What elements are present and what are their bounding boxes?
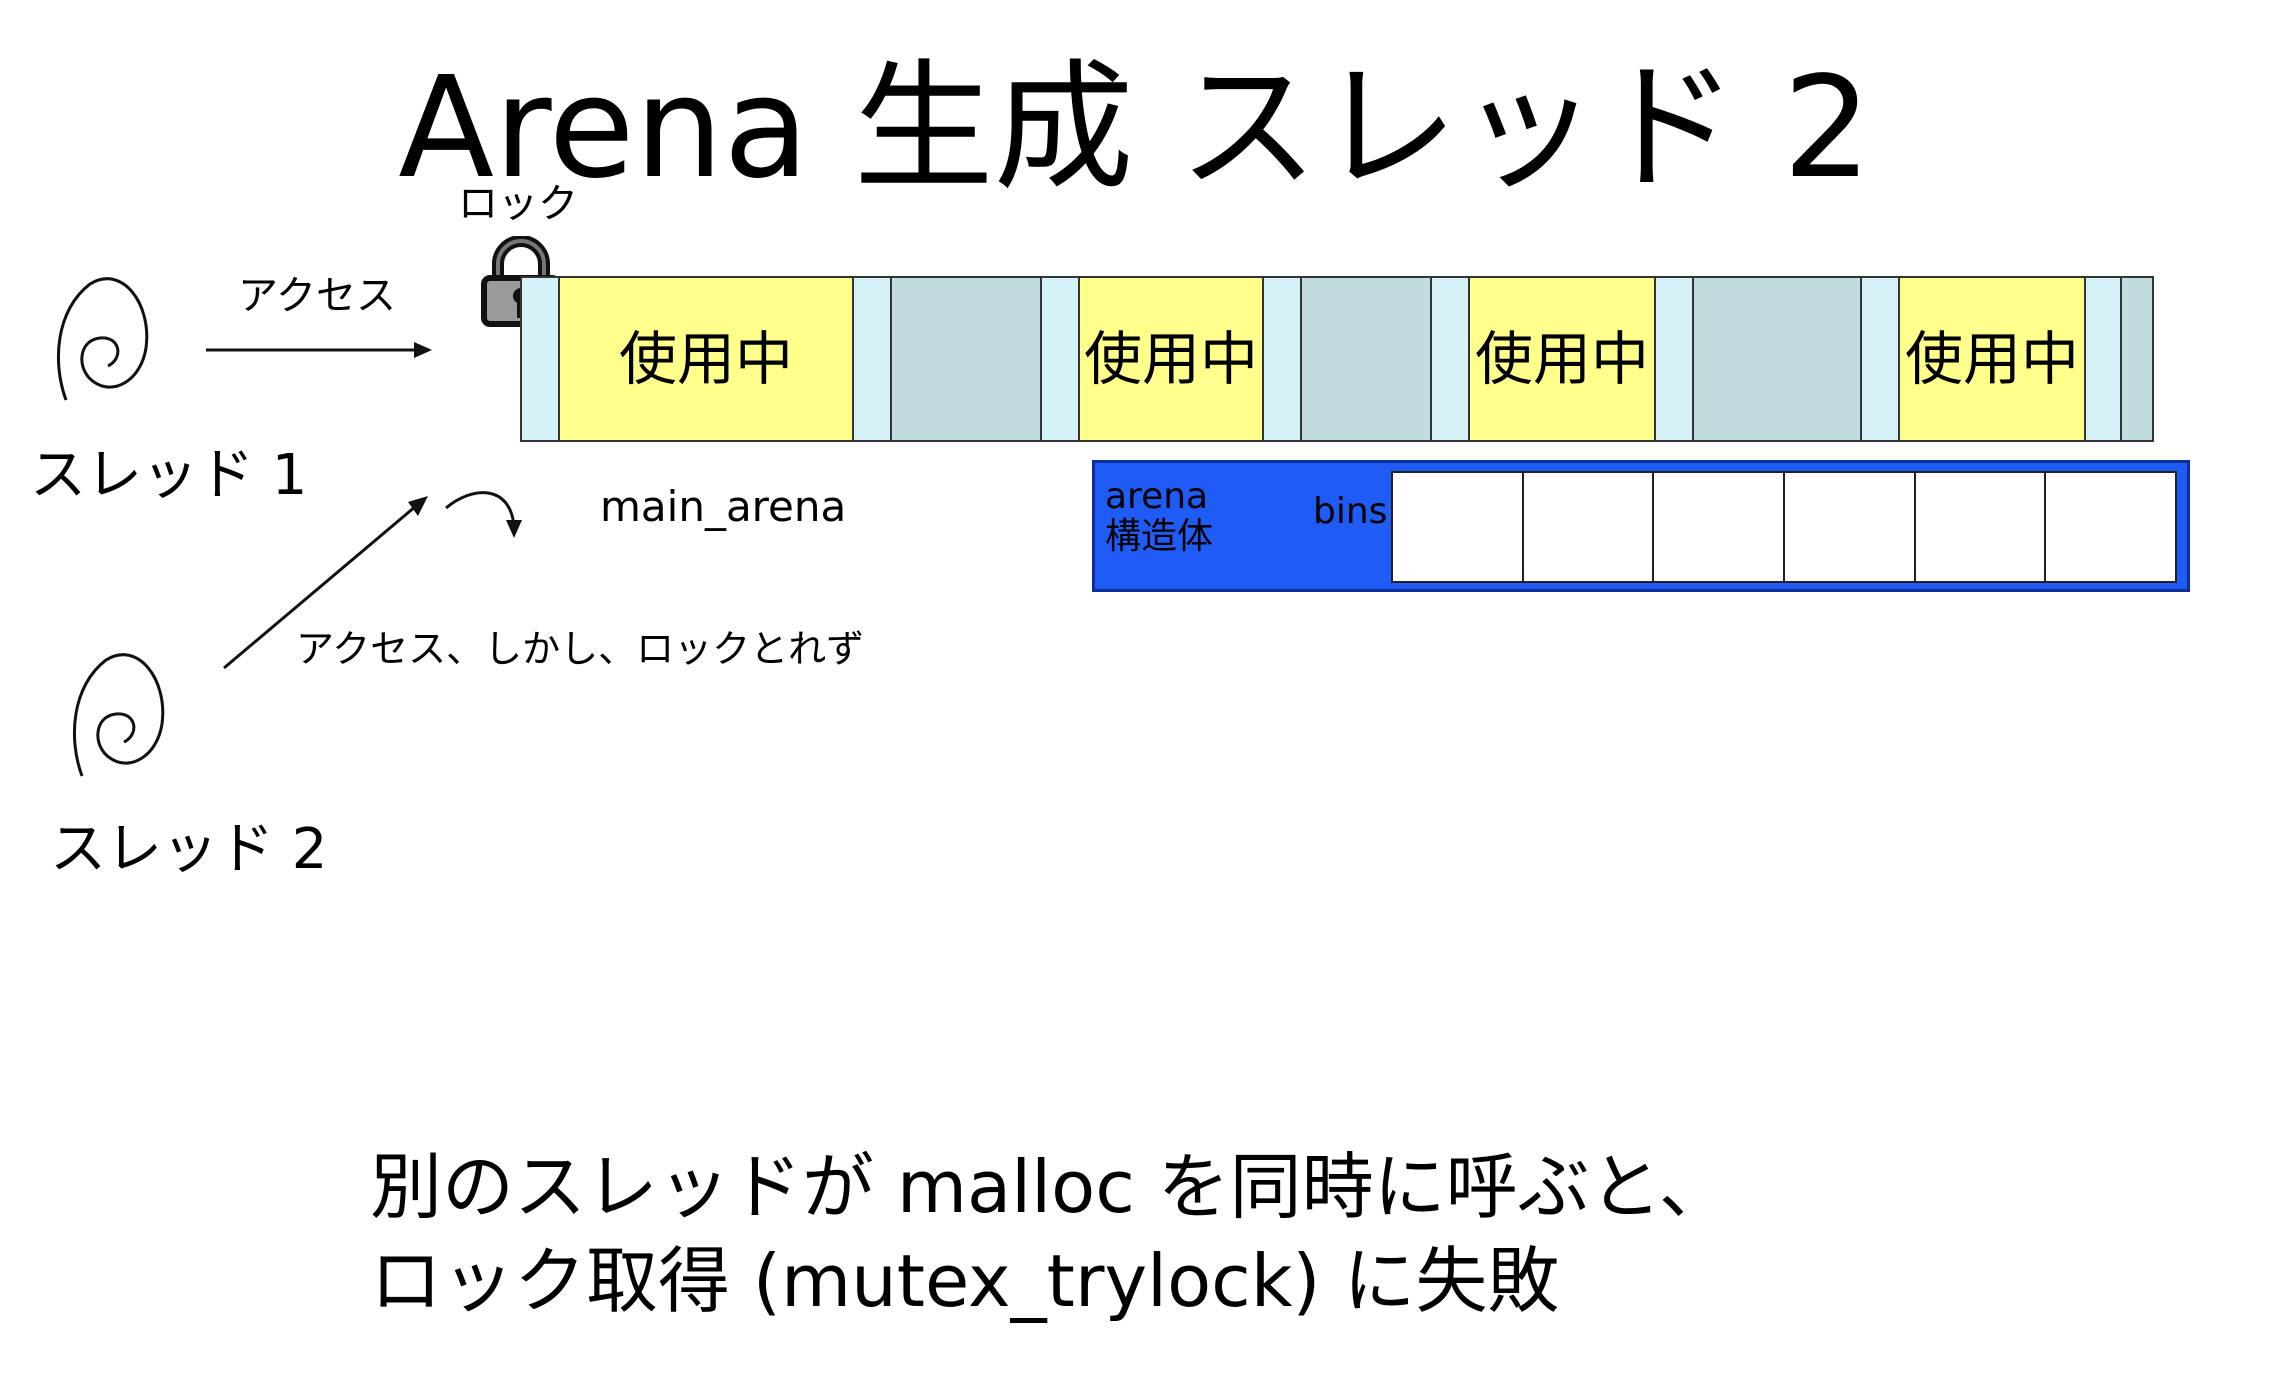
- used-chunk: 使用中: [560, 278, 854, 440]
- bin-slot: [1785, 473, 1916, 581]
- thread-swirl-icon: [64, 646, 174, 796]
- arena-struct-label-line1: arena: [1105, 477, 1213, 517]
- chunk-header: [854, 278, 892, 440]
- arena-struct-label-line2: 構造体: [1105, 517, 1213, 557]
- chunk-header: [1264, 278, 1302, 440]
- access-label: アクセス: [238, 276, 396, 316]
- free-chunk: [1302, 278, 1432, 440]
- explanation-text: 別のスレッドが malloc を同時に呼ぶと、 ロック取得 (mutex_try…: [370, 1140, 1731, 1328]
- chunk-header: [1656, 278, 1694, 440]
- used-chunk-label: 使用中: [619, 330, 793, 388]
- free-chunk: [892, 278, 1042, 440]
- chunk-header: [2086, 278, 2122, 440]
- explanation-line2: ロック取得 (mutex_trylock) に失敗: [370, 1234, 1731, 1328]
- free-chunk: [1694, 278, 1862, 440]
- bin-slot: [1916, 473, 2047, 581]
- bin-slot: [1393, 473, 1524, 581]
- main-arena-label: main_arena: [600, 486, 846, 528]
- free-chunk: [2122, 278, 2152, 440]
- used-chunk: 使用中: [1470, 278, 1656, 440]
- bins-label: bins: [1313, 491, 1387, 532]
- access-fail-label: アクセス、しかし、ロックとれず: [296, 630, 864, 668]
- used-chunk: 使用中: [1900, 278, 2086, 440]
- arena-memory-strip: 使用中 使用中 使用中 使用中: [520, 276, 2154, 442]
- used-chunk-label: 使用中: [1905, 330, 2079, 388]
- used-chunk-label: 使用中: [1475, 330, 1649, 388]
- access-arrow: [200, 330, 440, 370]
- used-chunk-label: 使用中: [1084, 330, 1258, 388]
- chunk-header: [522, 278, 560, 440]
- arena-struct-label: arena 構造体: [1105, 477, 1213, 556]
- chunk-header: [1042, 278, 1080, 440]
- page-title: Arena 生成 スレッド 2: [0, 52, 2270, 206]
- bin-slot: [2046, 473, 2175, 581]
- bin-slot: [1654, 473, 1785, 581]
- bin-slot: [1524, 473, 1655, 581]
- used-chunk: 使用中: [1080, 278, 1264, 440]
- explanation-line1: 別のスレッドが malloc を同時に呼ぶと、: [370, 1140, 1731, 1234]
- thread2-label: スレッド 2: [50, 822, 327, 878]
- arena-struct: arena 構造体 bins: [1092, 460, 2190, 592]
- lock-label: ロック: [458, 184, 578, 224]
- chunk-header: [1862, 278, 1900, 440]
- chunk-header: [1432, 278, 1470, 440]
- bins-array: [1391, 471, 2177, 583]
- thread-swirl-icon: [48, 270, 158, 420]
